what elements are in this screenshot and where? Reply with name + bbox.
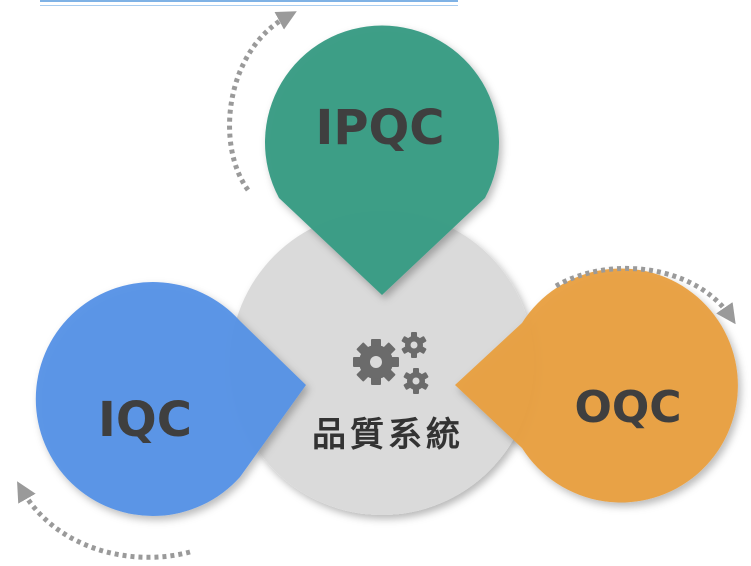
oqc-label: OQC — [574, 382, 681, 433]
curved-arrow-icon — [554, 265, 736, 325]
gears-icon — [353, 332, 429, 394]
center-label: 品質系統 — [312, 415, 464, 455]
ipqc-label: IPQC — [315, 100, 444, 156]
ipqc-petal: IPQC — [265, 25, 499, 296]
iqc-petal: IQC — [35, 282, 306, 516]
iqc-label: IQC — [98, 392, 192, 448]
header-rule — [40, 0, 458, 6]
oqc-petal: OQC — [455, 268, 738, 503]
